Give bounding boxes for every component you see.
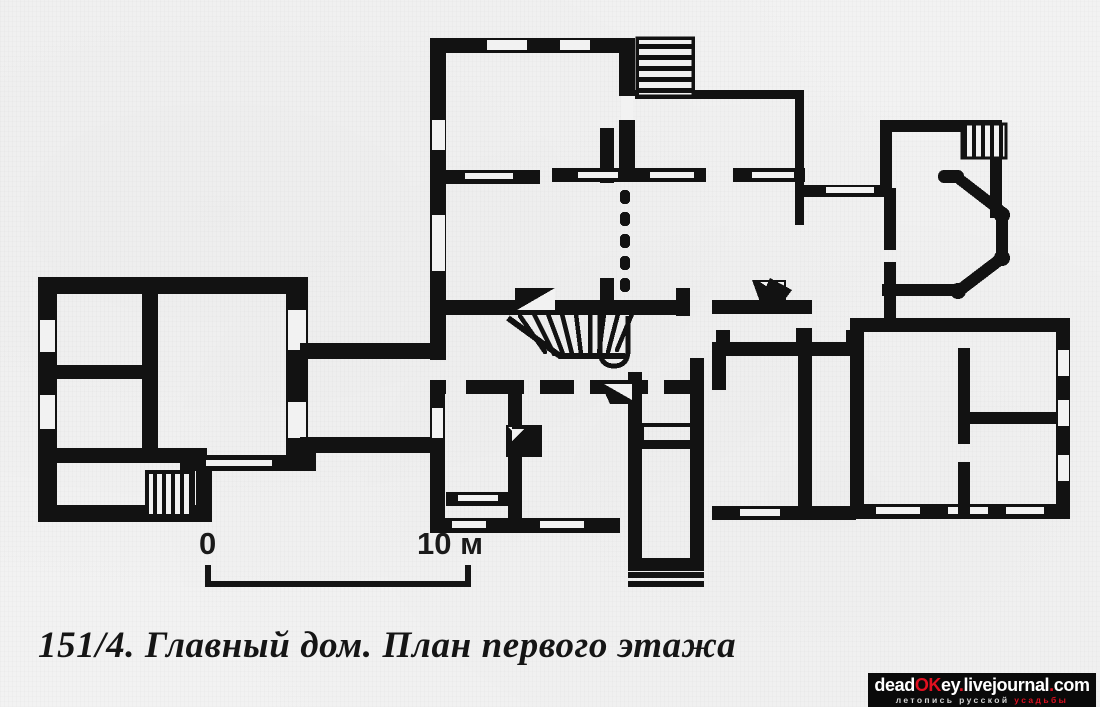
watermark-accent: OK <box>914 675 942 695</box>
figure-caption: 151/4. Главный дом. План первого этажа <box>38 625 737 666</box>
block-south-central <box>430 358 704 587</box>
stair-top-central <box>635 36 695 98</box>
watermark-domain: livejournal <box>963 675 1050 695</box>
block-central <box>430 36 812 369</box>
watermark-dot1: . <box>958 675 964 695</box>
watermark-middle: ey <box>941 675 959 695</box>
dashed-wall-south-block <box>430 380 694 394</box>
watermark-dot2: . <box>1049 675 1054 695</box>
watermark-tagline-accent: усадьбы <box>1014 695 1069 705</box>
scale-bar-graphic <box>205 565 471 587</box>
watermark-tagline: летопись русской усадьбы <box>868 695 1096 705</box>
block-gallery <box>300 300 446 471</box>
watermark-tld: com <box>1053 675 1090 695</box>
scale-bar: 0 10 м <box>195 528 485 588</box>
dashed-arch-opening <box>620 190 630 292</box>
watermark[interactable]: deadOKey.livejournal.com летопись русско… <box>868 673 1096 707</box>
stair-grand <box>506 288 635 369</box>
watermark-tagline-prefix: летопись русской <box>895 695 1015 705</box>
stair-left-wing <box>145 470 195 518</box>
watermark-url: deadOKey.livejournal.com <box>868 675 1096 695</box>
block-left-wing <box>38 277 310 522</box>
entrance-portico <box>628 518 704 587</box>
scale-end-label: 10 м <box>416 526 483 561</box>
block-right-wing <box>712 120 1070 520</box>
stove-2 <box>506 425 542 457</box>
stove-1 <box>752 278 792 306</box>
stove-3 <box>600 382 636 404</box>
watermark-prefix: dead <box>874 675 915 695</box>
stair-right-wing <box>960 122 1008 160</box>
scale-start-label: 0 <box>199 526 217 561</box>
